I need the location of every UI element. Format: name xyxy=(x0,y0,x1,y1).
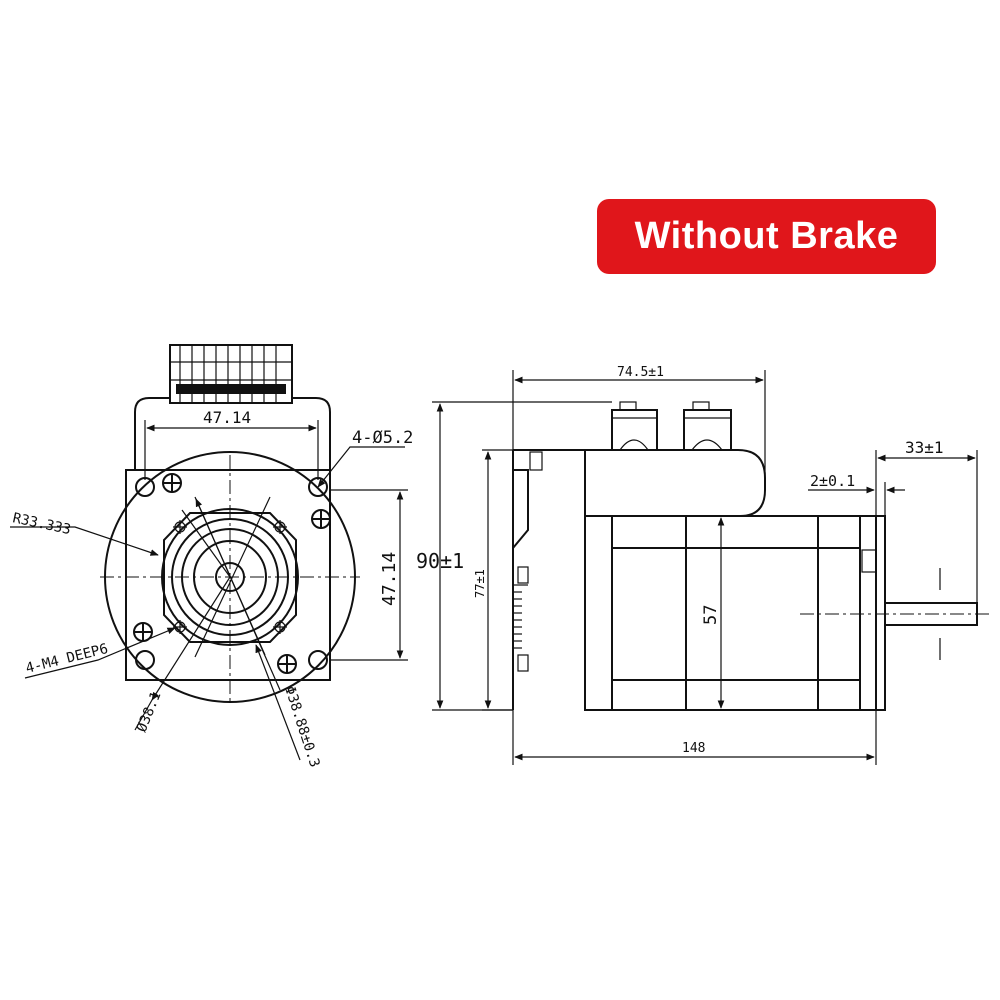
dim-boss-length: 2±0.1 xyxy=(810,472,855,490)
side-driver-housing xyxy=(513,449,766,517)
top-connectors xyxy=(611,401,732,451)
dim-body-height: 77±1 xyxy=(473,569,487,598)
side-view: 74.5±1 90±1 77±1 57 148 33±1 2±0.1 xyxy=(416,365,990,765)
dim-total-length: 148 xyxy=(682,741,705,756)
dim-connector-width: 47.14 xyxy=(203,408,251,427)
dim-shaft-length: 33±1 xyxy=(905,438,944,457)
dim-flange: 57 xyxy=(701,605,721,625)
without-brake-badge: Without Brake xyxy=(597,199,936,274)
dim-hole-spacing: 47.14 xyxy=(379,552,400,606)
dim-total-height: 90±1 xyxy=(416,549,464,573)
badge-label: Without Brake xyxy=(634,215,899,257)
dim-thread-holes: 4-M4 DEEP6 xyxy=(24,641,110,677)
driver-housing-outline xyxy=(134,397,331,470)
terminal-block xyxy=(169,344,293,404)
dim-radius: R33.333 xyxy=(11,510,72,538)
square-flange xyxy=(125,469,331,681)
dim-pilot: Ø38.1 xyxy=(134,689,165,734)
dim-mount-holes: 4-Ø5.2 xyxy=(352,428,413,448)
front-view: 47.14 47.14 4-Ø5.2 R33.333 4-M4 DEEP6 Ø3… xyxy=(10,344,413,769)
dim-driver-length: 74.5±1 xyxy=(617,365,664,380)
